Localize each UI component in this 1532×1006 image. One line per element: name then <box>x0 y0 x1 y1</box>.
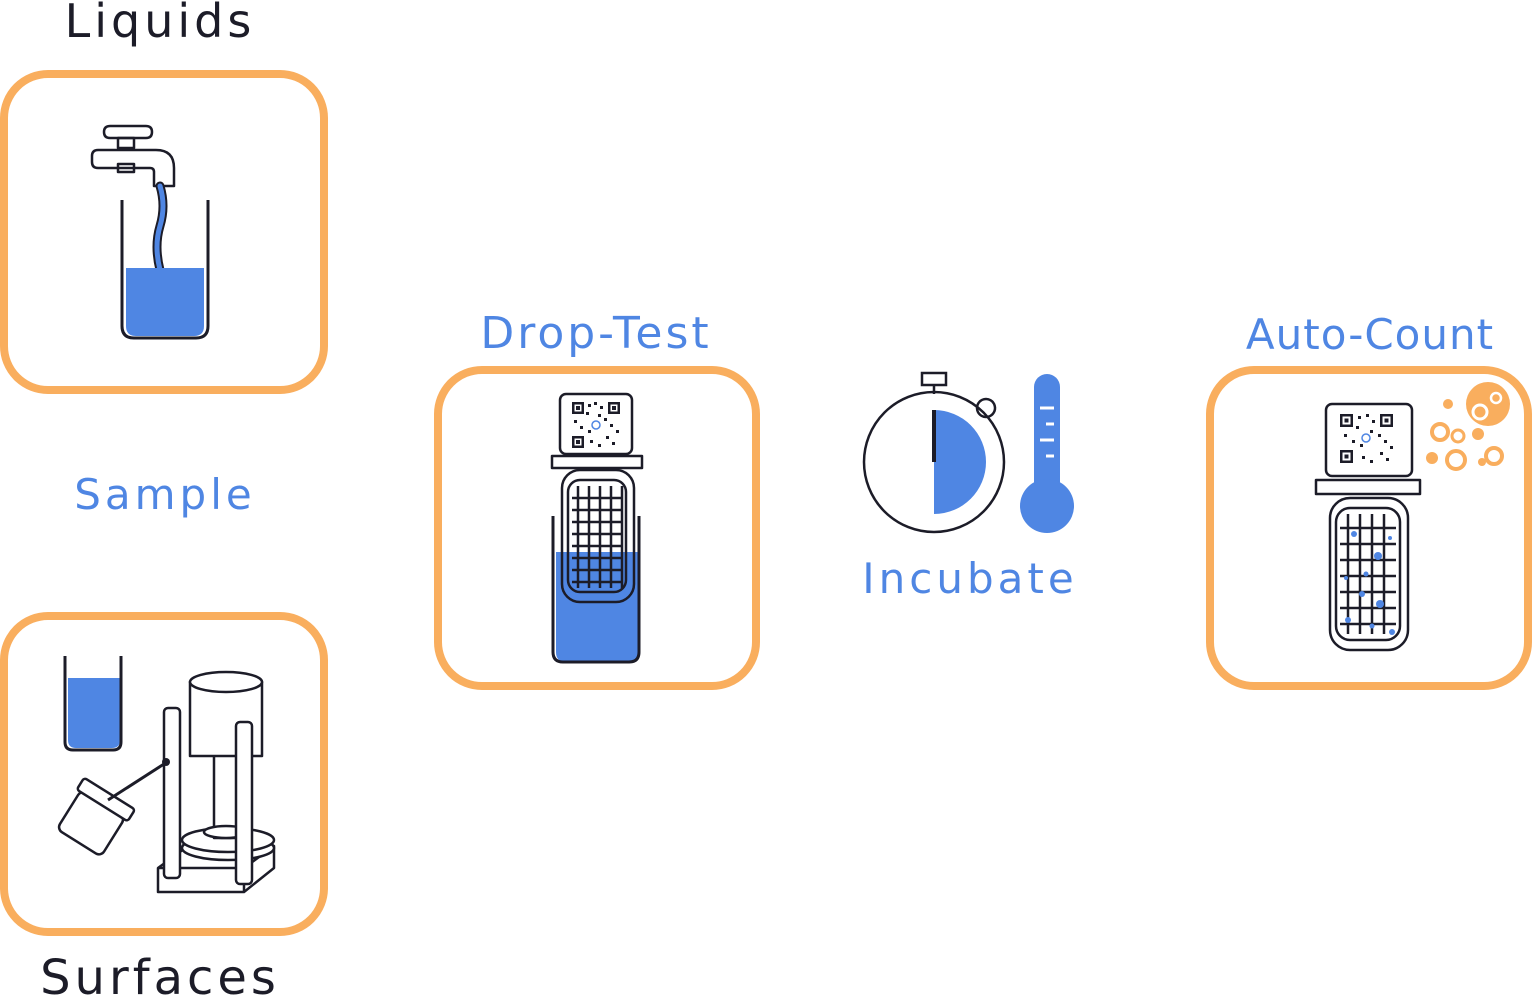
auto-count-label: Auto-Count <box>1245 310 1495 359</box>
sample-label: Sample <box>74 470 256 519</box>
surfaces-label: Surfaces <box>40 950 280 1006</box>
incubate-label: Incubate <box>862 554 1078 603</box>
drop-test-label: Drop-Test <box>480 308 712 359</box>
liquids-label: Liquids <box>64 0 256 48</box>
liquids-card <box>0 70 328 394</box>
